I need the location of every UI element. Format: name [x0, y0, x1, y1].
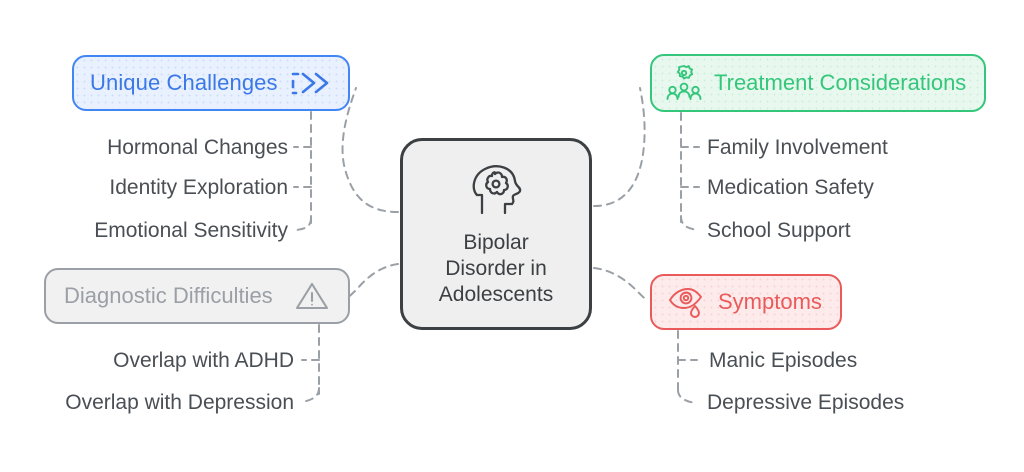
center-node[interactable]: Bipolar Disorder in Adolescents	[400, 138, 592, 330]
center-title-line-1: Disorder in	[445, 256, 547, 280]
link-center-to-treatment-considerations	[593, 87, 646, 207]
leaf-symptoms-1[interactable]: Depressive Episodes	[707, 391, 905, 414]
center-title-line-2: Adolescents	[438, 282, 554, 306]
link-center-to-diagnostic-difficulties	[347, 263, 399, 298]
branch-label-symptoms: Symptoms	[718, 289, 822, 314]
branch-node-symptoms[interactable]: Symptoms	[650, 274, 842, 330]
leaf-treatment-considerations-1[interactable]: Medication Safety	[707, 176, 874, 199]
double-chevron-icon	[290, 69, 332, 97]
branch-label-diagnostic-difficulties: Diagnostic Difficulties	[64, 283, 273, 308]
link-diagnostic-difficulties-child-1	[301, 387, 320, 403]
branch-node-diagnostic-difficulties[interactable]: Diagnostic Difficulties	[44, 268, 350, 324]
warning-triangle-icon	[294, 280, 330, 312]
leaf-symptoms-0[interactable]: Manic Episodes	[709, 349, 858, 372]
leaf-unique-challenges-2[interactable]: Emotional Sensitivity	[94, 219, 288, 242]
link-unique-challenges-child-2	[295, 217, 312, 231]
leaf-unique-challenges-0[interactable]: Hormonal Changes	[107, 136, 288, 159]
leaf-unique-challenges-1[interactable]: Identity Exploration	[109, 176, 288, 199]
link-center-to-unique-challenges	[341, 87, 399, 213]
branch-label-unique-challenges: Unique Challenges	[90, 70, 278, 95]
leaf-treatment-considerations-0[interactable]: Family Involvement	[707, 136, 888, 159]
gear-people-icon	[666, 64, 702, 102]
center-node-title: Bipolar Disorder in Adolescents	[439, 230, 553, 308]
link-treatment-considerations-child-2	[680, 215, 700, 231]
link-center-to-symptoms	[593, 267, 649, 302]
link-symptoms-child-1	[677, 389, 698, 404]
branch-node-unique-challenges[interactable]: Unique Challenges	[72, 55, 350, 111]
branch-label-treatment-considerations: Treatment Considerations	[714, 70, 967, 95]
crying-eye-icon	[668, 285, 706, 319]
leaf-diagnostic-difficulties-1[interactable]: Overlap with Depression	[65, 391, 294, 414]
center-title-line-0: Bipolar	[463, 230, 529, 254]
head-brain-icon	[465, 161, 527, 224]
leaf-diagnostic-difficulties-0[interactable]: Overlap with ADHD	[113, 349, 294, 372]
leaf-treatment-considerations-2[interactable]: School Support	[707, 219, 851, 242]
branch-node-treatment-considerations[interactable]: Treatment Considerations	[650, 54, 986, 112]
